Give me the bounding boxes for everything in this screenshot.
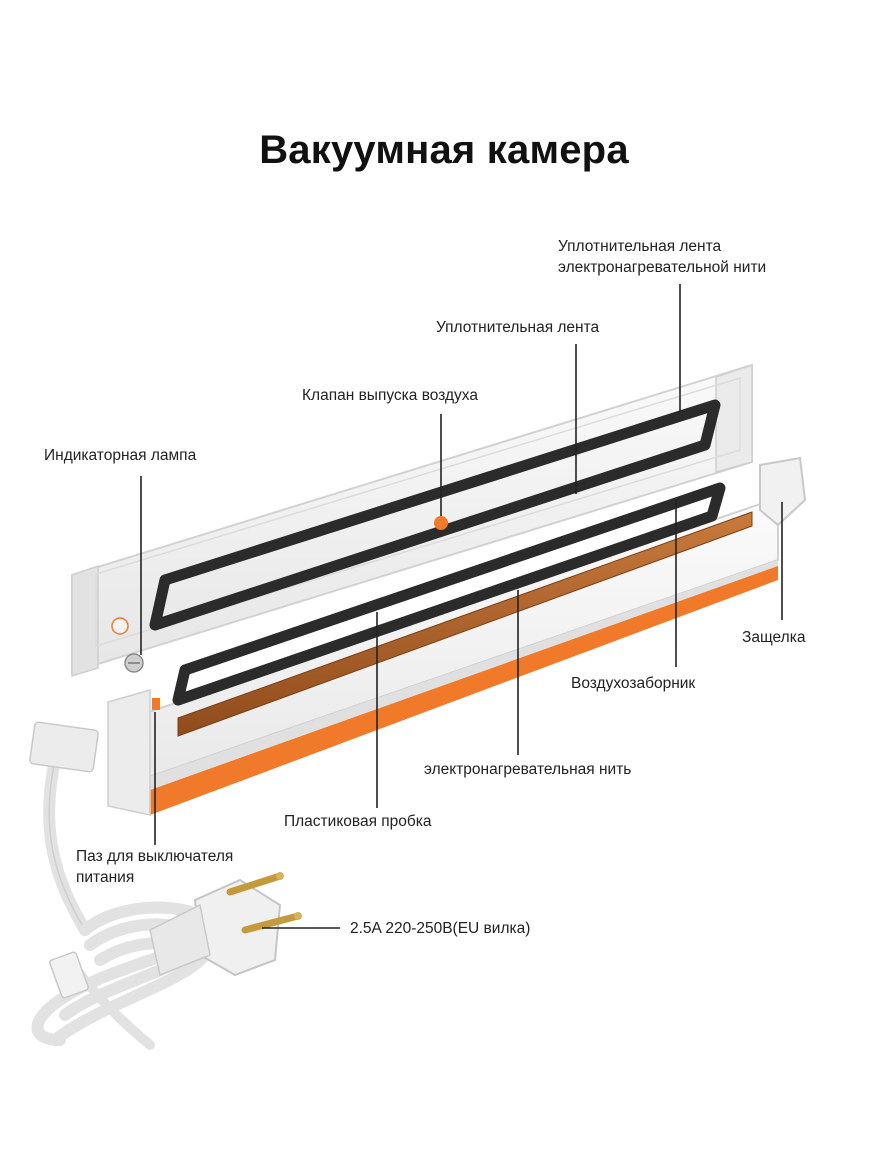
label-plug-spec: 2.5A 220-250В(EU вилка) [350,920,531,937]
diagram-title: Вакуумная камера [259,128,629,172]
air-release-valve [434,516,448,530]
cord-clip [49,951,89,999]
label-heating-wire-seal-tape: Уплотнительная лента электронагревательн… [558,238,767,276]
eu-plug [149,872,302,977]
heating-wire-strip [177,511,753,737]
label-plastic-plug: Пластиковая пробка [284,813,432,830]
power-switch-slot [152,698,160,710]
label-heating-wire: электронагревательная нить [424,761,632,778]
label-seal-tape: Уплотнительная лента [436,319,600,336]
base-seal-gasket [172,482,726,706]
cord-connector [29,721,99,773]
label-air-release-valve: Клапан выпуска воздуха [302,387,478,404]
label-power-switch-slot: Паз для выключателя питания [76,848,234,886]
label-air-intake: Воздухозаборник [571,675,696,692]
lid-seal-gasket [149,399,721,631]
label-latch: Защелка [742,629,806,646]
label-indicator-lamp: Индикаторная лампа [44,447,197,464]
indicator-lamp [111,617,144,673]
